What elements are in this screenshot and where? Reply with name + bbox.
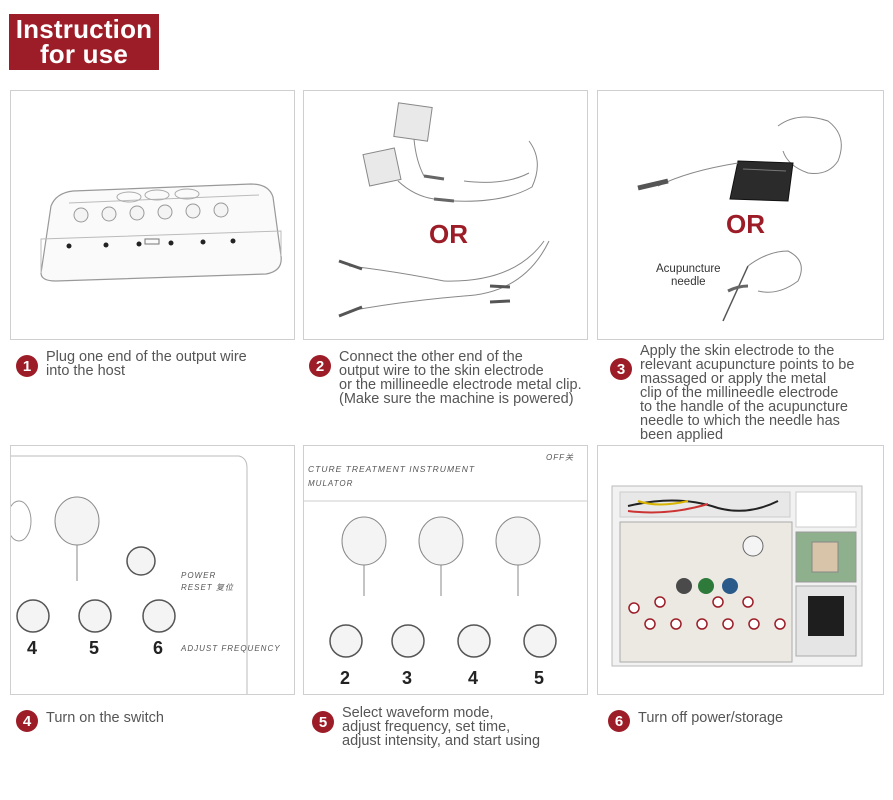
knob-number: 3 [402, 668, 413, 688]
knob-number: 4 [27, 638, 38, 658]
page-title: Instruction for use [9, 14, 159, 70]
panel-step-4-image: POWER RESET 复位 ADJUST FREQUENCY 4 5 6 [10, 445, 295, 695]
step-number-badge: 4 [16, 710, 38, 732]
panel-step-2-image: OR [303, 90, 588, 340]
step-number-badge: 6 [608, 710, 630, 732]
step-number-badge: 1 [16, 355, 38, 377]
step-number-badge: 3 [610, 358, 632, 380]
step-number-badge: 2 [309, 355, 331, 377]
or-label: OR [429, 219, 468, 249]
acupuncture-needle-label: Acupuncture needle [656, 263, 721, 289]
step-2: 2 Connect the other end of the output wi… [309, 350, 582, 406]
knob-number: 5 [89, 638, 100, 658]
power-label: POWER [181, 571, 217, 580]
waveform-knobs-illustration [304, 500, 587, 658]
instrument-subheader: MULATOR [308, 479, 354, 488]
adjust-frequency-label: ADJUST FREQUENCY [181, 644, 281, 653]
step-text: Select waveform mode, adjust frequency, … [342, 705, 541, 749]
title-line-1: Instruction [15, 14, 153, 44]
device-host-illustration [40, 183, 282, 282]
panel-step-5-image: CTURE TREATMENT INSTRUMENT MULATOR OFF关 … [303, 445, 588, 695]
instrument-header: CTURE TREATMENT INSTRUMENT [308, 464, 476, 474]
or-label-2: OR [726, 209, 765, 239]
step-5: 5 Select waveform mode, adjust frequency… [312, 706, 540, 748]
panel-step-1-image [10, 90, 295, 340]
panel-step-6-image [597, 445, 884, 695]
step-text: Plug one end of the output wire into the… [46, 349, 247, 379]
application-illustration [637, 116, 842, 322]
power-switch-illustration [11, 455, 248, 694]
knob-number: 4 [468, 668, 479, 688]
step-text: Turn off power/storage [638, 710, 784, 726]
step-4: 4 Turn on the switch [16, 705, 164, 732]
knob-number: 2 [340, 668, 351, 688]
needle-label-line-2: needle [671, 276, 706, 288]
step-text: Turn on the switch [46, 710, 164, 726]
step-3: 3 Apply the skin electrode to the releva… [610, 344, 854, 442]
storage-box-illustration [611, 485, 863, 667]
needle-label-line-1: Acupuncture [656, 263, 721, 275]
reset-label: RESET 复位 [181, 583, 234, 592]
step-number-badge: 5 [312, 711, 334, 733]
step-text: Apply the skin electrode to the relevant… [640, 343, 855, 443]
title-line-2: for use [39, 39, 129, 69]
step-1: 1 Plug one end of the output wire into t… [16, 350, 247, 378]
knob-number: 5 [534, 668, 545, 688]
step-text: Connect the other end of the output wire… [339, 349, 582, 407]
electrode-wires-illustration [338, 102, 550, 318]
panel-step-3-image: OR Acupuncture needle [597, 90, 884, 340]
off-label: OFF关 [546, 453, 574, 462]
step-6: 6 Turn off power/storage [608, 705, 783, 732]
knob-number: 6 [153, 638, 164, 658]
